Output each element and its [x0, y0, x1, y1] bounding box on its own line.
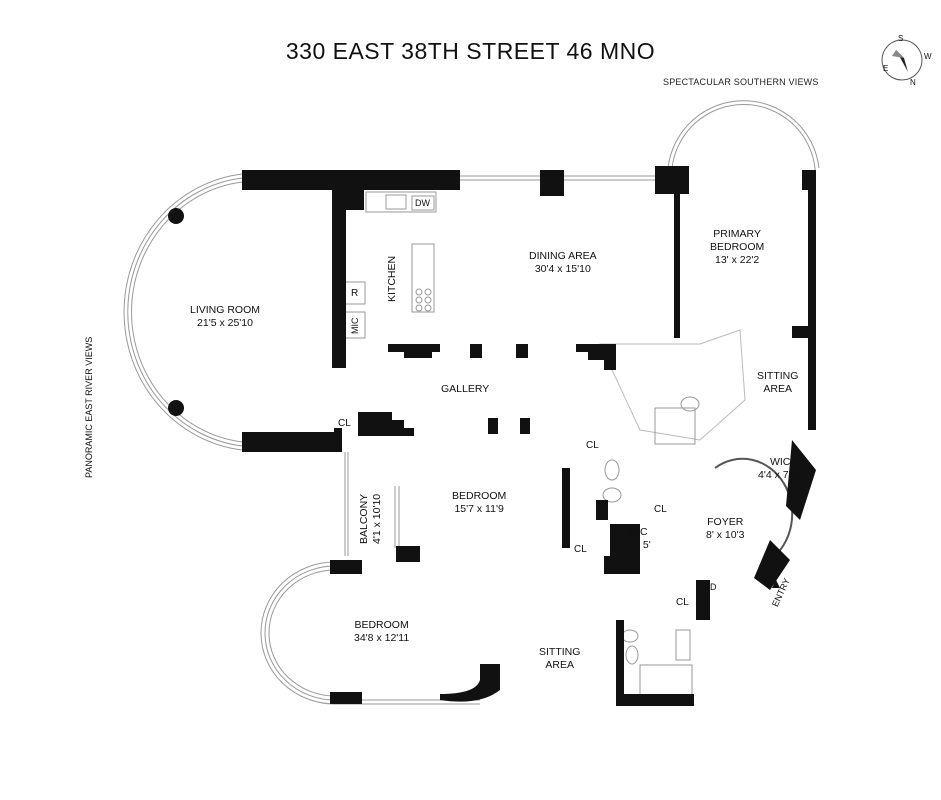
sitting-area-lower-name: SITTING — [539, 646, 581, 658]
gallery-name: GALLERY — [441, 383, 490, 395]
balcony-dim: 4'1 x 10'10 — [371, 493, 384, 544]
foyer-name: FOYER — [707, 516, 744, 528]
sitting-area-upper-name-2: AREA — [763, 383, 792, 396]
primary-bedroom-label: PRIMARY BEDROOM 13' x 22'2 — [710, 228, 764, 267]
wic-primary-label: WIC 4'4 x 7'10 — [758, 456, 802, 482]
plan-title: 330 EAST 38TH STREET 46 MNO — [285, 38, 656, 64]
balcony-name: BALCONY — [358, 493, 370, 544]
bedroom-lower-name: BEDROOM — [354, 619, 409, 631]
closet-gallery: CL — [586, 440, 599, 451]
sitting-area-lower-name-2: AREA — [545, 659, 574, 672]
closet-bedroom: CL — [574, 544, 587, 555]
dining-area-name: DINING AREA — [529, 250, 597, 262]
dining-area-dim: 30'4 x 15'10 — [534, 263, 591, 276]
refrigerator-label: R — [351, 288, 359, 299]
primary-bedroom-dim: 13' x 22'2 — [714, 254, 760, 267]
living-room-dim: 21'5 x 25'10 — [197, 317, 253, 330]
sitting-area-lower-label: SITTING AREA — [539, 646, 580, 672]
wic-primary-name: WIC — [769, 456, 791, 468]
primary-bedroom-name-2: BEDROOM — [710, 241, 765, 254]
compass-n: N — [910, 78, 916, 87]
sitting-area-upper-name: SITTING — [757, 370, 799, 382]
bedroom-lower-label: BEDROOM 34'8 x 12'11 — [354, 619, 409, 645]
foyer-label: FOYER 8' x 10'3 — [706, 516, 744, 542]
foyer-dim: 8' x 10'3 — [706, 529, 745, 542]
compass-s: S — [898, 34, 904, 43]
wic-bedroom-label: WIC 5' x 5' — [624, 526, 651, 552]
microwave-label: MIC — [350, 317, 360, 335]
bedroom-middle-label: BEDROOM 15'7 x 11'9 — [452, 490, 506, 516]
wic-bedroom-name: WIC — [627, 526, 648, 538]
bedroom-lower-dim: 34'8 x 12'11 — [354, 632, 410, 645]
compass-e: E — [883, 64, 889, 73]
southern-views-note: SPECTACULAR SOUTHERN VIEWS — [663, 77, 819, 87]
closet-foyer: CL — [654, 504, 667, 515]
living-room-label: LIVING ROOM 21'5 x 25'10 — [190, 304, 260, 330]
primary-bedroom-name: PRIMARY — [713, 228, 761, 240]
closet-living: CL — [338, 418, 351, 429]
compass-w: W — [924, 52, 932, 61]
wic-primary-dim: 4'4 x 7'10 — [758, 469, 803, 482]
balcony-label: BALCONY 4'1 x 10'10 — [358, 494, 384, 544]
bedroom-middle-name: BEDROOM — [452, 490, 507, 502]
bedroom-middle-dim: 15'7 x 11'9 — [454, 503, 504, 516]
wic-bedroom-dim: 5' x 5' — [624, 539, 651, 552]
living-window — [127, 177, 243, 447]
gallery-label: GALLERY — [441, 383, 489, 396]
kitchen-label: KITCHEN — [386, 255, 398, 302]
closet-laundry: CL — [676, 597, 689, 608]
sitting-area-upper-label: SITTING AREA — [757, 370, 798, 396]
washer-dryer-label: W/D — [699, 582, 717, 592]
dishwasher-label: DW — [415, 198, 430, 208]
dining-area-label: DINING AREA 30'4 x 15'10 — [529, 250, 597, 276]
living-room-name: LIVING ROOM — [190, 304, 261, 316]
compass-icon — [881, 39, 923, 81]
